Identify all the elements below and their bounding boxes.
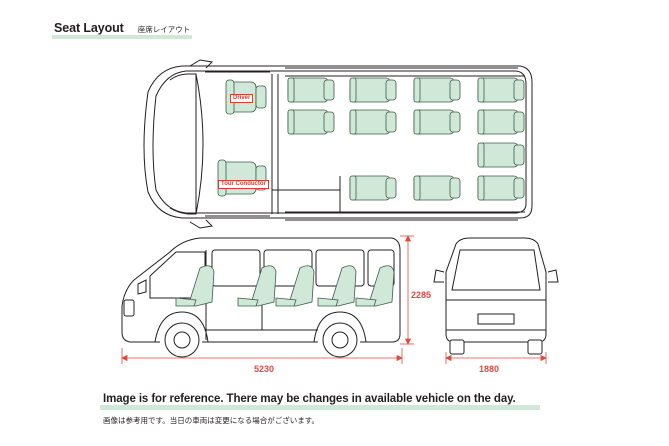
driver-label: Driver: [230, 94, 254, 103]
passenger-seats-top: [287, 77, 525, 201]
reference-note: Image is for reference. There may be cha…: [103, 393, 516, 405]
page-title-jp: 座席レイアウト: [137, 25, 191, 34]
reference-note-jp: 画像は参考用です。当日の車両は変更になる場合がございます。: [103, 416, 319, 425]
dimension-width: 1880: [479, 364, 500, 374]
note-highlight: [100, 405, 540, 410]
passenger-seats-side: [175, 265, 395, 307]
dimension-lines: [121, 235, 547, 364]
page-title: Seat Layout: [54, 21, 124, 35]
dimension-length: 5230: [254, 364, 275, 374]
title-highlight: [52, 35, 192, 39]
wheels-rear: [449, 339, 543, 355]
tour-conductor-seat: [217, 159, 267, 197]
dimension-height: 2285: [411, 290, 432, 300]
wheels-side: [164, 322, 358, 358]
tour-conductor-label: Tour Conductor: [218, 180, 269, 189]
rear-view: [433, 237, 559, 343]
top-view: [143, 59, 533, 229]
header: Seat Layout 座席レイアウト: [54, 21, 190, 35]
